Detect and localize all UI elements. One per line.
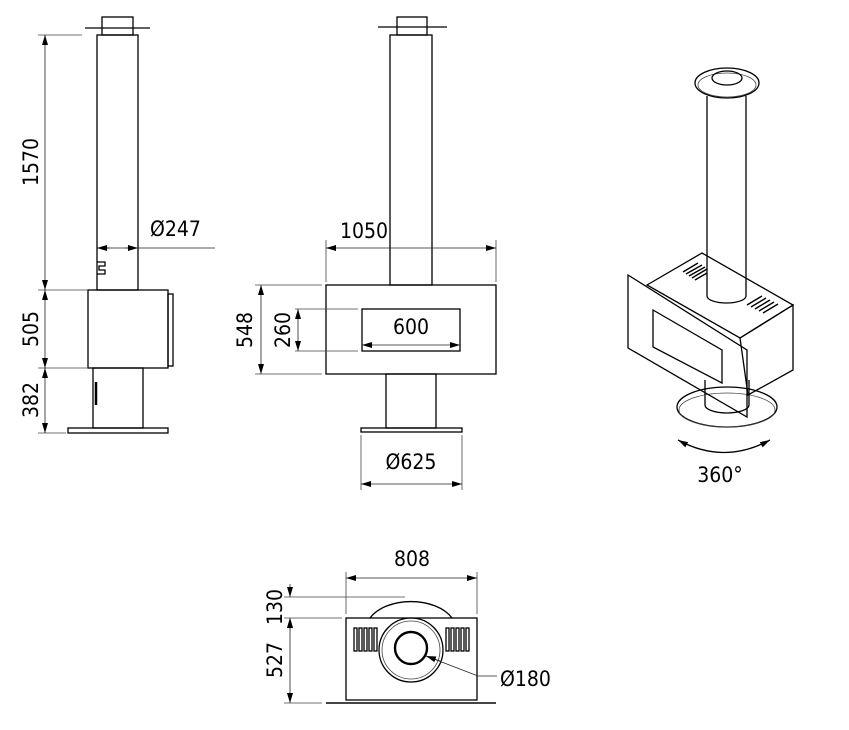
label-width: 808 (394, 547, 430, 571)
label-flue-diameter: Ø247 (150, 217, 201, 241)
label-body-height: 505 (19, 311, 43, 347)
label-depth: 527 (263, 642, 287, 678)
vent-right (445, 627, 470, 652)
top-vent-right (746, 295, 779, 314)
top-view: 808 130 527 Ø180 (263, 547, 551, 704)
base-plate (360, 427, 463, 433)
pedestal (92, 367, 144, 429)
flue-pipe (96, 34, 139, 291)
stove-body (87, 289, 169, 369)
flue-pipe (389, 34, 433, 286)
leader-outlet-diameter (425, 655, 497, 677)
pedestal (704, 380, 750, 414)
flue-collar (396, 16, 428, 36)
body-side (739, 303, 794, 397)
label-window-width: 600 (393, 315, 429, 339)
base-plate-outline (369, 600, 453, 619)
flue-flange (378, 617, 444, 683)
label-rotation: 360° (697, 463, 743, 487)
fire-window (652, 308, 723, 385)
flue-flange (694, 67, 760, 99)
label-body-height: 548 (233, 312, 257, 348)
front-view: 1050 548 260 600 Ø625 (233, 16, 497, 490)
pedestal (385, 373, 437, 429)
label-rear-offset: 130 (263, 589, 287, 625)
isometric-view: 360° (627, 67, 795, 487)
label-outlet-diameter: Ø180 (500, 667, 551, 691)
label-pedestal-height: 382 (19, 382, 43, 418)
door-panel (167, 293, 174, 367)
front-panel (627, 273, 748, 419)
label-window-height: 260 (271, 312, 295, 348)
rotation-arrow (677, 439, 771, 454)
flue-clip (97, 261, 106, 275)
top-vent-left (682, 262, 708, 281)
flue-collar (711, 70, 743, 86)
side-view: 1570 505 382 Ø247 (19, 16, 215, 434)
label-flue-height: 1570 (19, 138, 43, 186)
flue-collar (101, 16, 134, 36)
flue-pipe (706, 96, 747, 304)
base-plate (67, 427, 169, 434)
vent-left (353, 627, 378, 652)
body-top (645, 252, 795, 339)
label-base-diameter: Ø625 (386, 450, 437, 474)
fire-window (361, 308, 461, 352)
stove-body (345, 617, 478, 701)
label-body-width: 1050 (340, 219, 388, 243)
flue-outlet (393, 630, 429, 666)
